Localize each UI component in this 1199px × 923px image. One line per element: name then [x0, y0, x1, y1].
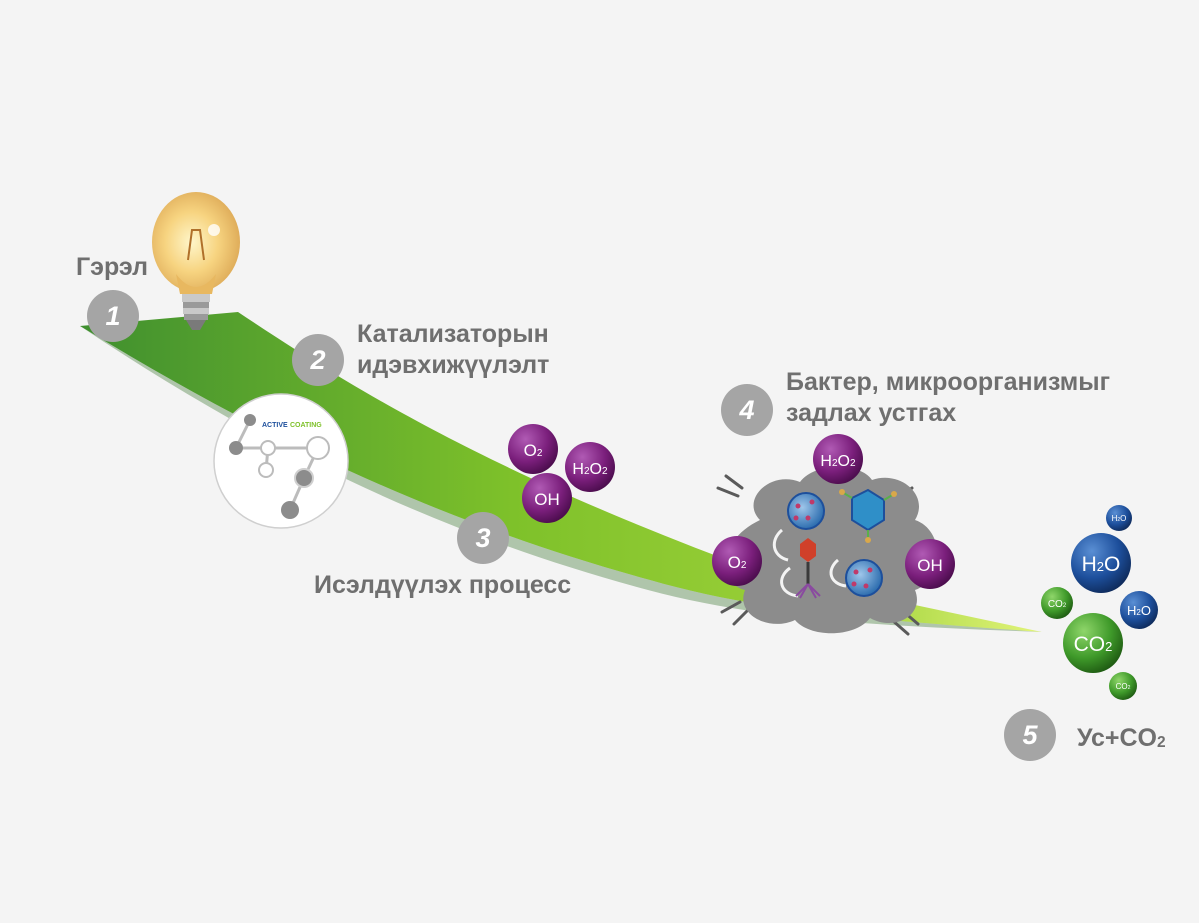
step-2-label: Катализаторын идэвхижүүлэлт [357, 319, 549, 381]
badge-word-coating: COATING [290, 422, 322, 429]
step-4-label: Бактер, микроорганизмыг задлах устгах [786, 367, 1110, 429]
microorganism-cloud: H2O2 O2 OH [712, 434, 955, 636]
step-4-label-line-1: Бактер, микроорганизмыг [786, 368, 1110, 396]
molecule-co2-large: CO2 [1063, 613, 1123, 673]
virus-icon [839, 488, 897, 543]
step-2-badge: 2 [292, 334, 344, 386]
svg-text:H2O2: H2O2 [820, 453, 856, 470]
step-1-badge: 1 [87, 290, 139, 342]
svg-text:H2O2: H2O2 [572, 461, 608, 478]
step-5-label: Ус+CO2 [1077, 723, 1166, 758]
svg-text:OH: OH [534, 490, 560, 509]
light-bulb-icon [152, 192, 240, 330]
step-4-badge: 4 [721, 384, 773, 436]
molecule-h2o-medium: H2O [1120, 591, 1158, 629]
svg-text:O2: O2 [524, 441, 543, 460]
output-molecules: H2O H2O H2O CO2 CO2 CO2 [1041, 505, 1158, 700]
process-ribbon [80, 312, 1042, 632]
active-coating-badge: ACTIVE COATING [213, 393, 349, 529]
molecule-oh: OH [522, 473, 572, 523]
virus-icon [845, 559, 883, 597]
step-2-label-line-1: Катализаторын [357, 320, 549, 348]
badge-word-active: ACTIVE [262, 422, 288, 429]
step-5-label-sub: 2 [1156, 733, 1166, 751]
step-3-label: Исэлдүүлэх процесс [314, 571, 572, 599]
molecule-h2o2-cloud: H2O2 [813, 434, 863, 484]
virus-icon [787, 492, 825, 530]
molecule-h2o2: H2O2 [565, 442, 615, 492]
svg-text:CO2: CO2 [1048, 599, 1067, 610]
svg-text:H2O: H2O [1082, 553, 1121, 576]
step-5-label-main: Ус+CO [1077, 724, 1157, 752]
molecule-o2-cloud: O2 [712, 536, 762, 586]
step-1-label: Гэрэл [76, 253, 148, 281]
svg-text:OH: OH [917, 556, 943, 575]
step-3-badge: 3 [457, 512, 509, 564]
svg-text:CO2: CO2 [1116, 682, 1131, 691]
bacteriophage-icon [795, 538, 821, 599]
molecule-oh-cloud: OH [905, 539, 955, 589]
svg-text:O2: O2 [728, 553, 747, 572]
molecule-o2: O2 [508, 424, 558, 474]
molecule-h2o-large: H2O [1071, 533, 1131, 593]
molecule-co2-small: CO2 [1041, 587, 1073, 619]
step-2-label-line-2: идэвхижүүлэлт [357, 351, 550, 379]
step-5-badge: 5 [1004, 709, 1056, 761]
molecule-h2o-small: H2O [1106, 505, 1132, 531]
step-4-label-line-2: задлах устгах [786, 399, 957, 427]
svg-text:CO2: CO2 [1074, 633, 1113, 656]
oxidation-molecules: O2 H2O2 OH [508, 424, 615, 523]
svg-text:H2O: H2O [1127, 603, 1151, 618]
molecule-co2-tiny: CO2 [1109, 672, 1137, 700]
svg-text:H2O: H2O [1112, 514, 1127, 523]
